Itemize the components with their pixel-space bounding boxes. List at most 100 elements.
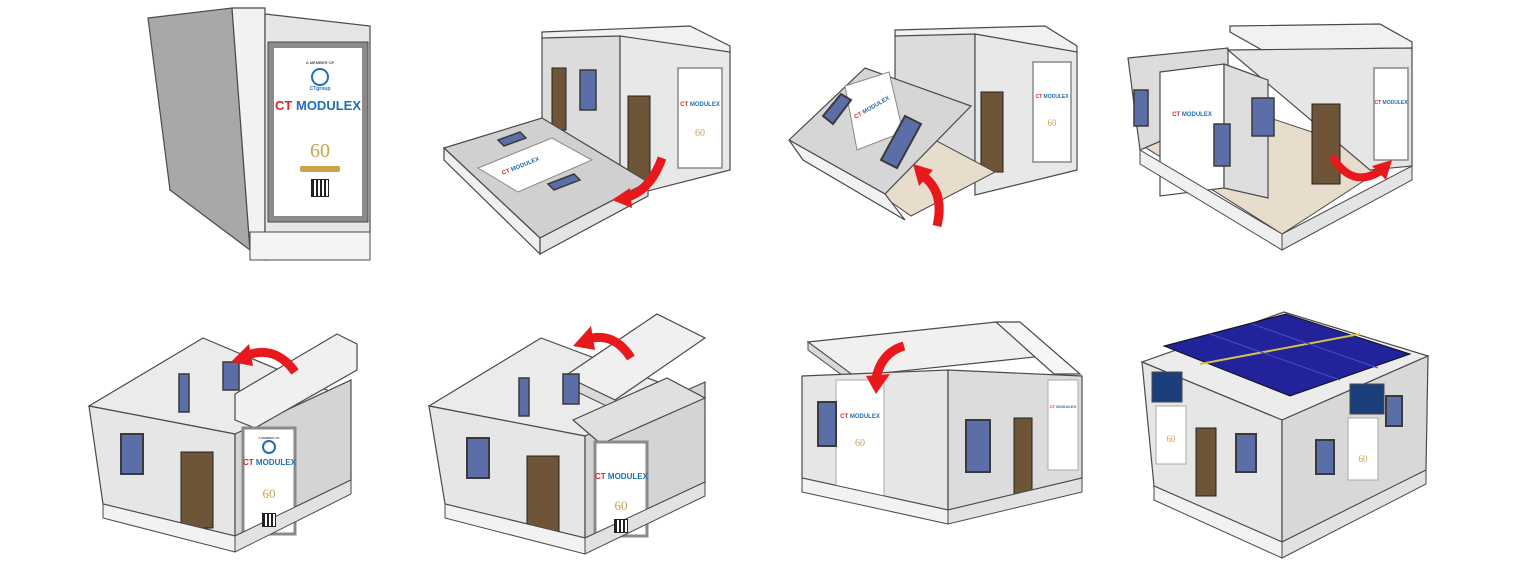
rising-wall-edge (788, 139, 906, 221)
brand-modulex-text: MODULEX (689, 102, 720, 108)
anniversary-badge: 60 (262, 486, 276, 501)
brand-ct-text: CT (840, 414, 849, 420)
front-wall-wordmark: CT MODULEX (1162, 112, 1222, 118)
right-window-2 (1385, 395, 1403, 427)
step-4-front-wall-swing: CT MODULEX CT MODULEX (1120, 20, 1420, 251)
front-wall-swing-drawing (1127, 23, 1413, 251)
right-window (965, 419, 991, 473)
right-banner (1047, 379, 1079, 471)
left-display-screen (1151, 371, 1183, 403)
wall-window-1 (821, 92, 853, 126)
right-door (1013, 417, 1033, 503)
qr-code-icon (311, 179, 329, 197)
brand-modulex-text: MODULEX (1056, 404, 1077, 409)
brand-ct-text: CT (243, 458, 254, 467)
back-window (579, 69, 597, 111)
folded-module-drawing (147, 7, 371, 262)
brand-modulex-text: MODULEX (1181, 112, 1212, 118)
brand-member-line: A MEMBER OF (258, 436, 280, 440)
right-banner-wordmark: CT MODULEX (1048, 404, 1078, 409)
left-window (1133, 89, 1149, 127)
brand-group-mark: CTgroup (309, 86, 331, 92)
brand-ct-text: CT (1172, 112, 1181, 118)
ct-logo-icon (311, 68, 329, 86)
front-wall-window (1213, 123, 1231, 167)
back-door (551, 67, 567, 131)
anniversary-badge: 60 (855, 438, 865, 449)
cabin-roof (1229, 23, 1413, 51)
wall-banner-wordmark: CT MODULEX (1374, 100, 1408, 106)
front-door (980, 91, 1004, 173)
right-door (1311, 103, 1341, 185)
solar-grid-line (1209, 333, 1341, 381)
right-window (1251, 97, 1275, 137)
left-window (817, 401, 837, 447)
lift-arrow-head (231, 344, 253, 366)
swing-arrow-head (1372, 160, 1392, 180)
open-arrow-icon (871, 341, 906, 380)
floor-window-2 (546, 173, 582, 191)
brand-ct-text: CT (680, 102, 689, 108)
cabin-base-side (584, 481, 706, 555)
front-banner (1373, 67, 1409, 161)
tilt-arrow-head (573, 326, 595, 350)
front-door (180, 451, 214, 529)
fold-arrow-head (612, 188, 632, 208)
rotate-arrow-head (913, 164, 933, 186)
step-2-floor-unfold: CT MODULEX 60 CT MODULEX (440, 10, 740, 265)
step-3-side-wall-raise: CT MODULEX CT MODULEX 60 (785, 20, 1085, 255)
step-1-folded-module: A MEMBER OF CTgroup CT MODULEX 60 (140, 0, 390, 270)
roof-lift-drawing (87, 333, 358, 553)
brand-ct-text: CT (1049, 404, 1056, 409)
brand-modulex-text: MODULEX (849, 414, 880, 420)
step-6-roof-tilt: CT MODULEX 60 (425, 312, 715, 570)
left-banner-wordmark: CT MODULEX (836, 414, 884, 420)
front-door (526, 455, 560, 535)
roof-tilt-drawing (427, 313, 707, 555)
step-5-roof-lift: A MEMBER OF CT MODULEX 60 (85, 330, 370, 570)
roof-module (234, 333, 358, 429)
cabin-base-side (234, 479, 352, 553)
brand-modulex-text: MODULEX (607, 472, 648, 481)
brand-modulex-text: MODULEX (1043, 94, 1069, 100)
brand-modulex-text: MODULEX (295, 98, 361, 113)
brand-ct-text: CT (595, 472, 606, 481)
floor-banner (476, 137, 594, 193)
anniversary-badge: 60 (695, 128, 705, 139)
back-window (562, 373, 580, 405)
wall-banner-wordmark: CT MODULEX (595, 472, 648, 481)
right-banner (1347, 417, 1379, 481)
back-window (222, 361, 240, 391)
module-base-step (249, 231, 371, 261)
roof-open-drawing (801, 321, 1083, 525)
solar-divider-line (1199, 333, 1361, 365)
left-window (518, 377, 530, 417)
brand-ct-text: CT (1035, 94, 1043, 100)
open-arrow-head (866, 374, 890, 394)
rotate-arrow-icon (920, 172, 944, 228)
wall-banner-wordmark: CT MODULEX (678, 102, 722, 108)
side-wall-raise-drawing (787, 25, 1078, 228)
wall-window-2 (879, 114, 923, 170)
anniversary-badge: 60 (1166, 434, 1176, 444)
wall-banner-wordmark: CT MODULEX (1033, 94, 1071, 100)
anniversary-badge: 60 (310, 140, 330, 162)
left-window (178, 373, 190, 413)
brand-modulex-text: MODULEX (255, 458, 296, 467)
brand-ct-text: CT (1374, 100, 1382, 106)
brand-ct-text: CT (275, 98, 293, 113)
step-8-complete-with-solar: 60 60 (1140, 310, 1430, 565)
house-base-side (1281, 469, 1427, 559)
ct-logo-icon (262, 440, 276, 454)
anniversary-ribbon (300, 166, 340, 172)
wall-banner-wordmark: CT MODULEX (243, 458, 296, 467)
floor-window-1 (496, 131, 528, 147)
step-7-roof-open: CT MODULEX 60 CT MODULEX (800, 318, 1090, 550)
front-banner (1032, 61, 1072, 163)
complete-house-drawing (1140, 311, 1430, 559)
left-window (1235, 433, 1257, 473)
qr-code-icon (614, 519, 628, 533)
front-door (1195, 427, 1217, 497)
cabin-base-front (1281, 165, 1413, 251)
roof-panel-right (994, 321, 1082, 375)
